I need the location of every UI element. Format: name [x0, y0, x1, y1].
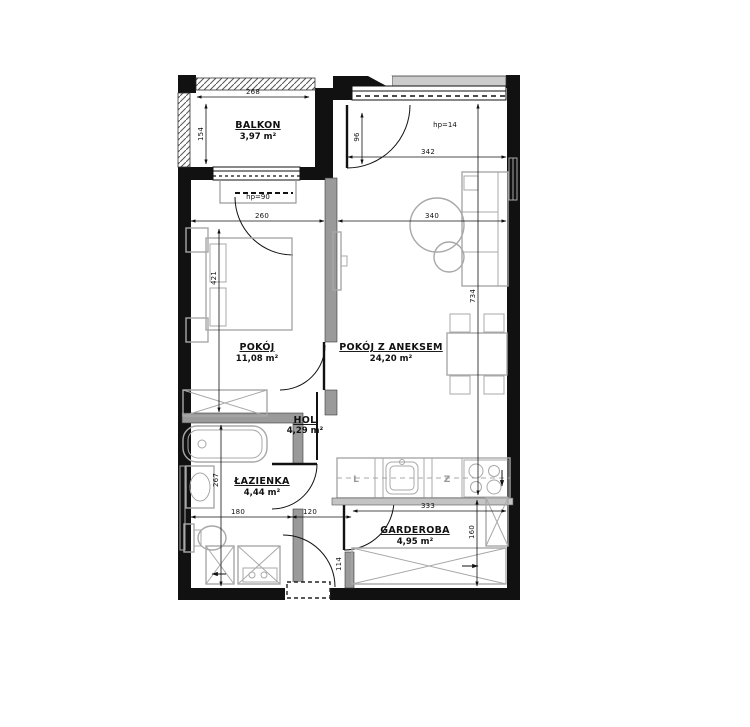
dim-entry-side: 114: [335, 557, 343, 571]
laundry-cabinet: [205, 545, 235, 585]
bedroom-furniture: [182, 227, 293, 417]
wall-top-segment: [333, 88, 352, 100]
room-labels: BALKON 3,97 m² POKÓJ 11,08 m² POKÓJ Z AN…: [233, 120, 450, 547]
outer-walls: [178, 75, 520, 600]
bathroom-door: [271, 462, 318, 510]
dim-bathroom-width: 180: [231, 508, 245, 516]
interior-walls: [181, 177, 355, 589]
sofa: [461, 171, 509, 287]
wall-balcony-corner: [178, 75, 196, 93]
room-area-lazienka: 4,44 m²: [244, 488, 281, 498]
bed: [205, 237, 293, 331]
room-area-balkon: 3,97 m²: [240, 132, 277, 142]
dining-table: [446, 332, 508, 376]
entrance-door: [282, 534, 336, 599]
tv: [332, 231, 348, 291]
garderoba-furniture: [351, 497, 509, 585]
bathtub-drain: [197, 439, 207, 449]
room-area-hol: 4,29 m²: [287, 426, 324, 436]
chair: [449, 375, 471, 395]
radiator-living: [508, 157, 518, 201]
wall-balcony-living: [315, 88, 333, 180]
railing-left: [177, 92, 191, 168]
kitchen-sink: [385, 459, 419, 495]
wall-left: [178, 167, 191, 600]
dim-balcony-depth: 154: [197, 127, 205, 141]
wall-bathroom-hall-lower: [292, 508, 304, 589]
wardrobe-side: [485, 497, 509, 547]
room-label-pokoj-z-aneksem: POKÓJ Z ANEKSEM: [339, 341, 443, 353]
wardrobe-bottom: [351, 547, 507, 585]
dim-bathroom-depth: 267: [212, 473, 220, 487]
dim-living-width: 340: [425, 212, 439, 220]
living-room-window: [351, 85, 507, 101]
counter-front-edge: [331, 497, 514, 506]
window-sill: [219, 180, 297, 204]
wall-bedroom-top-right: [300, 167, 333, 180]
room-label-balkon: BALKON: [235, 120, 280, 131]
coffee-table: [409, 197, 465, 253]
upper-slab: [391, 75, 507, 87]
kitchen: L Z: [331, 457, 517, 506]
wall-bedroom-living-stub: [324, 389, 338, 416]
windows: [212, 85, 507, 204]
room-label-garderoba: GARDEROBA: [380, 525, 450, 536]
dim-living-window: 342: [421, 148, 435, 156]
living-furniture: [332, 157, 518, 395]
hob: [463, 459, 509, 498]
room-area-garderoba: 4,95 m²: [397, 537, 434, 547]
wardrobe-bedroom: [182, 389, 268, 417]
bathtub-inner: [187, 429, 263, 459]
pillow: [209, 287, 227, 327]
wall-garderoba-west: [344, 551, 355, 589]
room-area-pokoj-z-aneksem: 24,20 m²: [370, 354, 413, 364]
balcony-door-bedroom: [234, 192, 294, 256]
dim-bedroom-depth: 421: [210, 271, 218, 285]
toilet: [183, 523, 227, 553]
radiator-bathroom: [179, 465, 186, 551]
dim-garderoba-width: 333: [421, 502, 435, 510]
balcony-door-living: [345, 104, 411, 169]
wall-bottom-left: [178, 588, 285, 600]
chair: [483, 313, 505, 333]
wall-bedroom-living: [324, 177, 338, 343]
room-label-lazienka: ŁAZIENKA: [233, 476, 290, 487]
room-label-hol: HOL: [294, 415, 317, 426]
balcony-railing: [177, 77, 316, 168]
dim-balcony-door: 96: [353, 132, 361, 142]
annotation-hp-top: hp=14: [433, 121, 457, 129]
bathroom-furniture: [179, 425, 281, 585]
wall-top-right-corner: [506, 75, 520, 88]
wall-bedroom-bathroom: [181, 412, 304, 424]
sofa-pillow: [463, 175, 479, 191]
garderoba-door: [342, 499, 395, 551]
doors: [234, 104, 411, 599]
wall-bottom-right: [330, 588, 520, 600]
room-area-pokoj: 11,08 m²: [236, 354, 279, 364]
dim-living-depth: 734: [469, 289, 477, 303]
dining-set: [446, 313, 508, 395]
room-label-pokoj: POKÓJ: [239, 341, 274, 353]
dishwasher-label: Z: [444, 475, 451, 485]
chair: [483, 375, 505, 395]
dim-garderoba-side: 160: [468, 525, 476, 539]
annotation-hp-bedroom: hp=90: [246, 193, 270, 201]
dim-hall-width: 120: [303, 508, 317, 516]
nightstand: [185, 227, 209, 253]
bedroom-door: [279, 342, 326, 391]
dim-balcony-width: 268: [246, 88, 260, 96]
dim-bedroom-width: 260: [255, 212, 269, 220]
washing-machine: [237, 545, 281, 585]
side-table: [433, 241, 465, 273]
bedroom-window: [212, 166, 301, 204]
chair: [449, 313, 471, 333]
wall-bedroom-top-left: [178, 167, 215, 180]
bathtub: [182, 425, 268, 463]
fridge-label: L: [353, 475, 359, 485]
railing-top: [195, 77, 316, 91]
washbasin: [185, 465, 215, 509]
dimensions: 268 154 260 340 342 421 267 734 180 120 …: [190, 88, 507, 587]
